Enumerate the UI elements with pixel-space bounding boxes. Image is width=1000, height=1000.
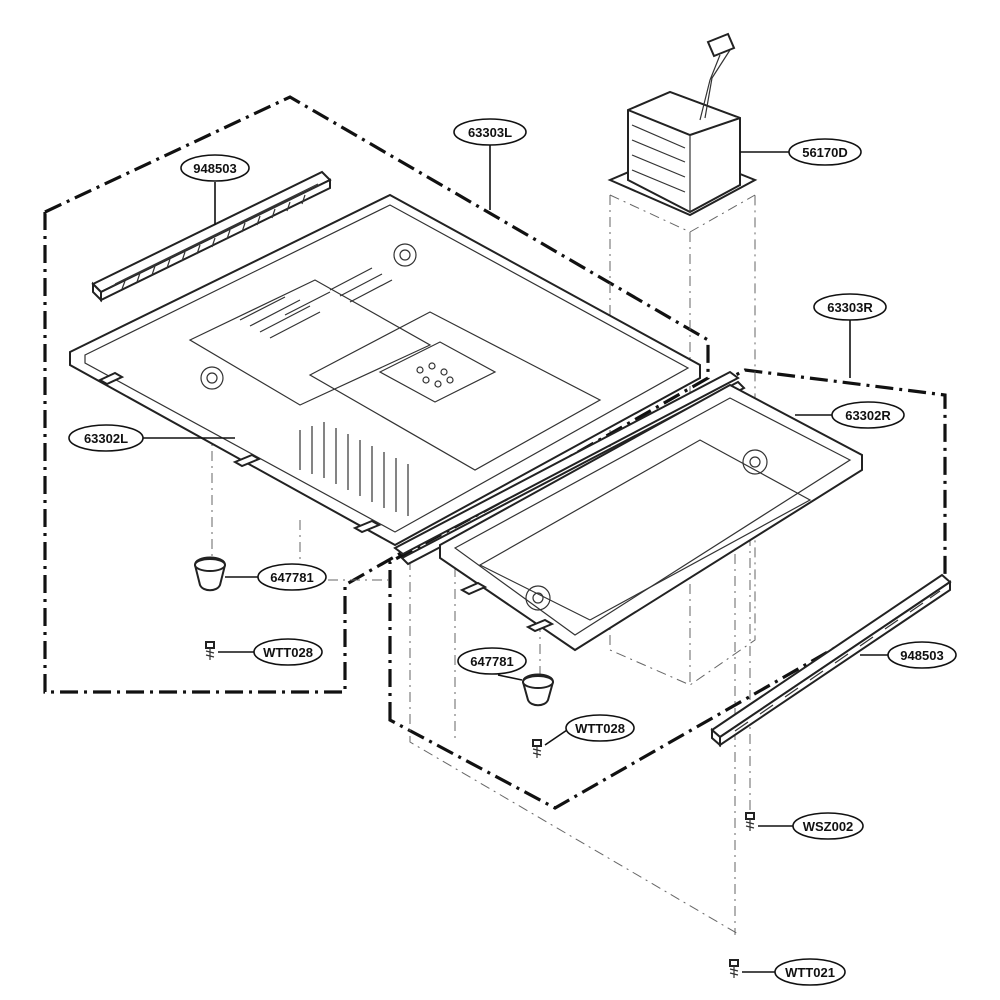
screw-bottom	[729, 959, 739, 978]
screw-wsz	[745, 812, 755, 831]
svg-text:647781: 647781	[470, 654, 513, 669]
foot-left	[193, 556, 227, 592]
callout-lower-plate-right: 63303R	[813, 293, 887, 321]
screw-left	[205, 641, 215, 660]
svg-text:WTT021: WTT021	[785, 965, 835, 980]
transformer	[607, 32, 758, 217]
svg-text:WTT028: WTT028	[263, 645, 313, 660]
upper-plate-left	[69, 193, 701, 547]
callout-transformer: 56170D	[788, 138, 862, 166]
callout-screw-left: WTT028	[253, 638, 323, 666]
svg-text:948503: 948503	[900, 648, 943, 663]
svg-text:63302L: 63302L	[84, 431, 128, 446]
svg-text:647781: 647781	[270, 570, 313, 585]
svg-text:WTT028: WTT028	[575, 721, 625, 736]
callout-lower-plate-left: 63303L	[453, 118, 527, 146]
assembly-boundary-right	[388, 368, 947, 810]
svg-text:948503: 948503	[193, 161, 236, 176]
svg-text:WSZ002: WSZ002	[803, 819, 854, 834]
callout-screw-right: WTT028	[565, 714, 635, 742]
foot-right	[521, 673, 555, 707]
upper-plate-right	[439, 383, 863, 652]
callout-screw-wsz: WSZ002	[792, 812, 864, 840]
callout-screw-bottom: WTT021	[774, 958, 846, 986]
svg-text:63303R: 63303R	[827, 300, 873, 315]
callout-foot-right: 647781	[457, 647, 527, 675]
svg-text:56170D: 56170D	[802, 145, 848, 160]
callout-upper-plate-left: 63302L	[68, 424, 144, 452]
callout-wave-guide-top-left: 948503	[180, 154, 250, 182]
svg-text:63302R: 63302R	[845, 408, 891, 423]
screw-right	[532, 739, 542, 758]
callout-wave-guide-bottom-right: 948503	[887, 641, 957, 669]
wave-guide-strip-bottom-right	[710, 573, 952, 748]
wave-guide-strip-top-left	[91, 170, 332, 303]
svg-text:63303L: 63303L	[468, 125, 512, 140]
callout-upper-plate-right: 63302R	[831, 401, 905, 429]
callout-foot-left: 647781	[257, 563, 327, 591]
